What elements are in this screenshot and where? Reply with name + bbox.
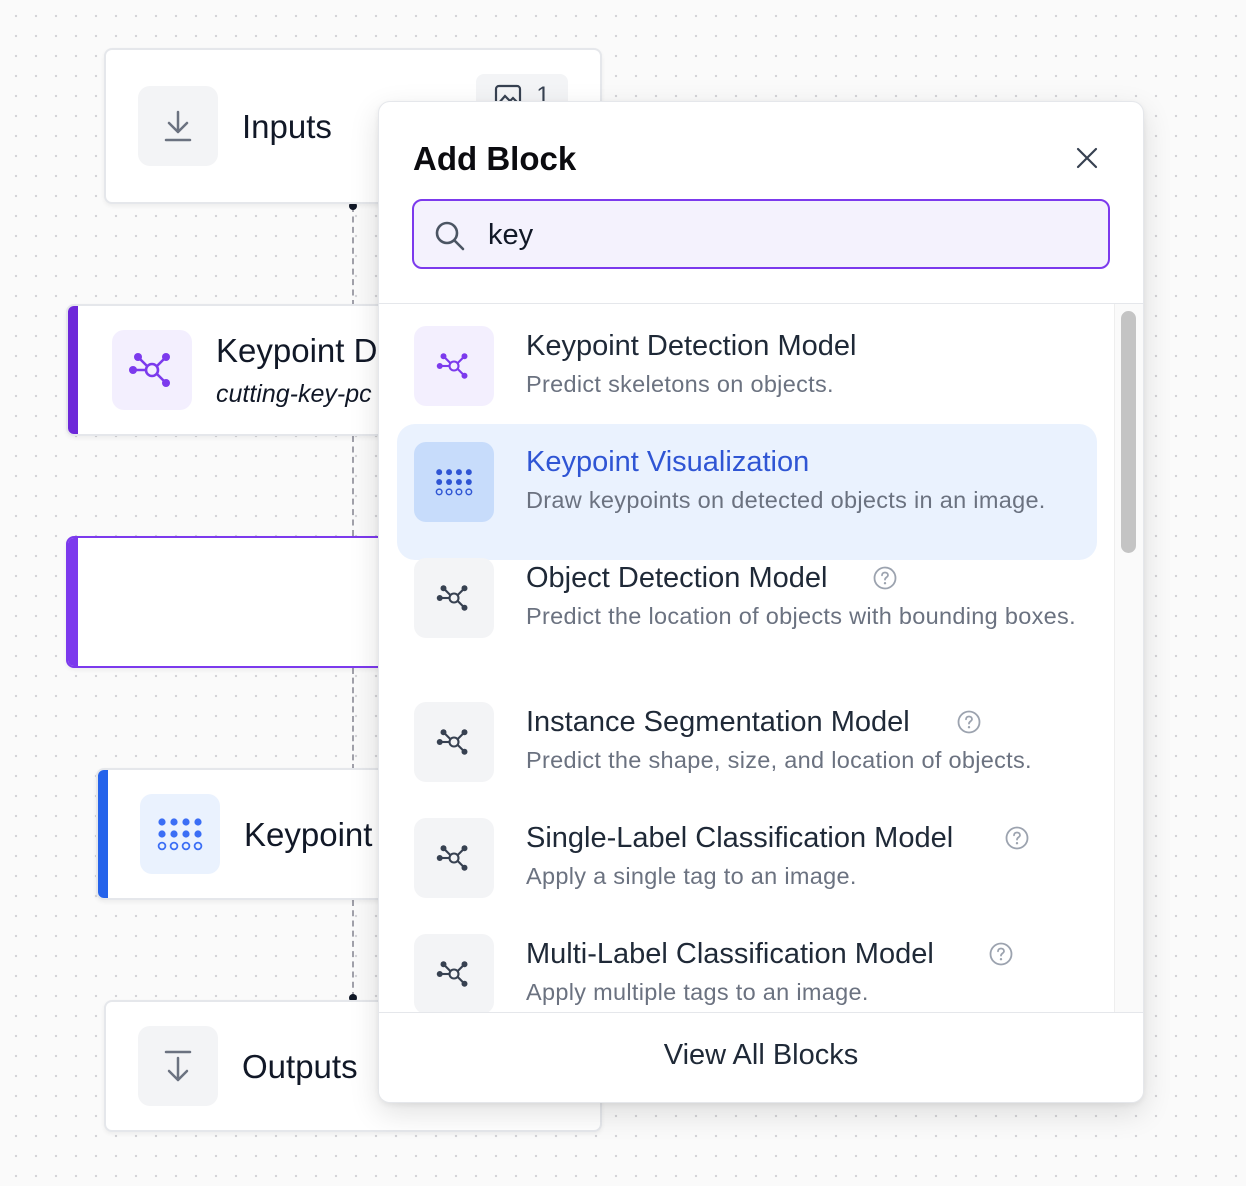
- node-accent: [68, 538, 78, 666]
- dots-grid-icon: [414, 442, 494, 522]
- block-title: Keypoint Detection Model: [526, 330, 857, 362]
- node-title: Keypoint: [244, 816, 373, 853]
- block-description: Draw keypoints on detected objects in an…: [526, 487, 1046, 513]
- search-box[interactable]: [412, 199, 1110, 269]
- connection-handle[interactable]: [349, 202, 357, 210]
- connection-handle[interactable]: [349, 994, 357, 1002]
- edge-keypoint-to-empty: [352, 436, 354, 536]
- node-title: Keypoint D: [216, 332, 378, 369]
- network-icon: [414, 326, 494, 406]
- help-icon[interactable]: [989, 942, 1013, 966]
- network-icon: [112, 330, 192, 410]
- edge-empty-to-visualization: [352, 668, 354, 770]
- network-icon: [414, 558, 494, 638]
- block-title: Instance Segmentation Model: [526, 706, 910, 738]
- close-icon: [1076, 147, 1098, 169]
- close-button[interactable]: [1075, 146, 1099, 170]
- block-description: Apply a single tag to an image.: [526, 863, 857, 889]
- divider: [379, 303, 1143, 304]
- help-icon[interactable]: [873, 566, 897, 590]
- block-description: Predict the location of objects with bou…: [526, 603, 1076, 629]
- download-icon: [138, 86, 218, 166]
- add-block-panel: Add Block Keypoint Detection ModelPredic…: [378, 101, 1144, 1103]
- network-icon: [414, 702, 494, 782]
- search-input[interactable]: [486, 211, 1090, 259]
- block-title: Single-Label Classification Model: [526, 822, 954, 854]
- block-description: Apply multiple tags to an image.: [526, 979, 869, 1005]
- search-icon: [435, 221, 465, 251]
- edge-visualization-to-outputs: [352, 900, 354, 998]
- node-title: Outputs: [242, 1048, 358, 1085]
- help-icon[interactable]: [1005, 826, 1029, 850]
- block-title: Object Detection Model: [526, 562, 828, 594]
- scrollbar-thumb[interactable]: [1121, 311, 1136, 553]
- help-icon[interactable]: [957, 710, 981, 734]
- node-title: Inputs: [242, 108, 332, 145]
- network-icon: [414, 934, 494, 1012]
- block-title: Multi-Label Classification Model: [526, 938, 934, 970]
- block-description: Predict skeletons on objects.: [526, 371, 834, 397]
- node-accent: [68, 306, 78, 434]
- network-icon: [414, 818, 494, 898]
- dots-grid-icon: [140, 794, 220, 874]
- node-accent: [98, 770, 108, 898]
- node-model-id: cutting-key-pc: [216, 380, 372, 408]
- block-title: Keypoint Visualization: [526, 446, 810, 478]
- block-description: Predict the shape, size, and location of…: [526, 747, 1032, 773]
- arrow-down-icon: [138, 1026, 218, 1106]
- view-all-blocks-button[interactable]: View All Blocks: [663, 1039, 859, 1071]
- edge-inputs-to-keypoint: [352, 206, 354, 306]
- panel-footer: View All Blocks: [379, 1012, 1143, 1102]
- panel-title: Add Block: [413, 140, 577, 177]
